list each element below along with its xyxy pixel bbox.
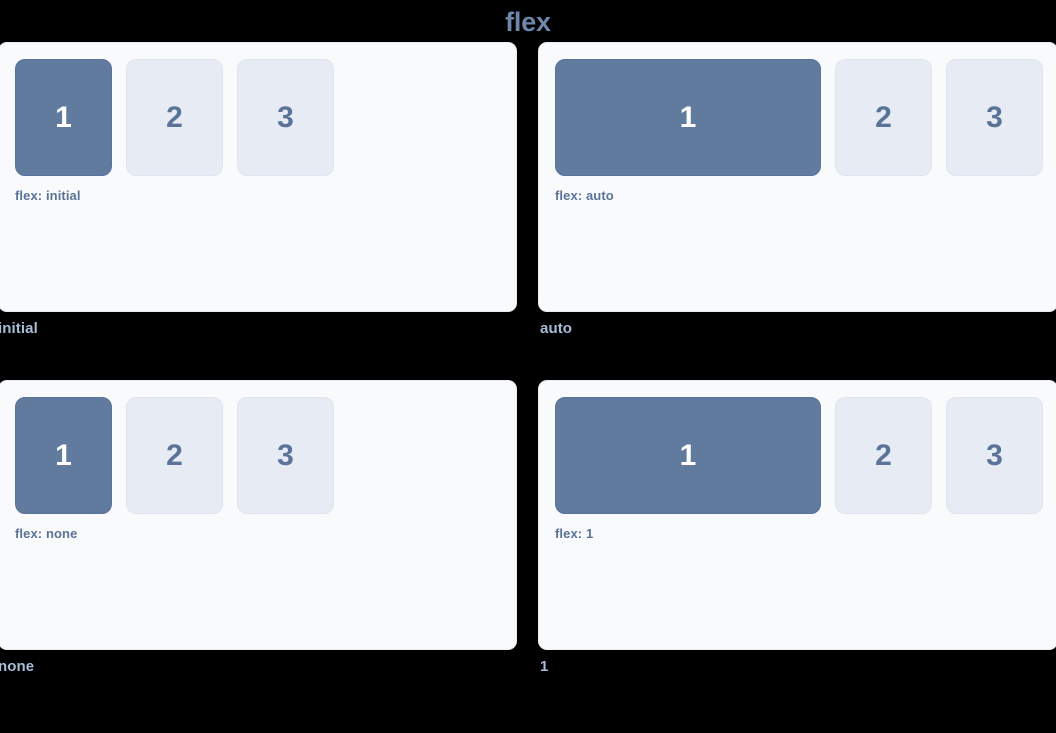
demo-panel-auto: 1 2 3 flex: auto: [538, 42, 1056, 312]
flex-item-2: 2: [126, 397, 223, 514]
flex-item-2: 2: [126, 59, 223, 176]
flex-property-label: flex: 1: [555, 526, 594, 541]
flex-item-1: 1: [15, 59, 112, 176]
panel-caption: auto: [540, 320, 573, 337]
flex-item-3: 3: [946, 397, 1043, 514]
panel-caption: initial: [0, 320, 38, 337]
flex-property-label: flex: auto: [555, 188, 614, 203]
flex-item-2: 2: [835, 397, 932, 514]
flex-item-1: 1: [555, 59, 821, 176]
demo-cell-none: 1 2 3 flex: none none: [0, 380, 517, 676]
flex-container-none: 1 2 3: [15, 397, 502, 514]
panel-grid: 1 2 3 flex: initial initial 1 2 3 flex: …: [0, 42, 1056, 676]
demo-cell-auto: 1 2 3 flex: auto auto: [538, 42, 1056, 338]
flex-item-1: 1: [555, 397, 821, 514]
page-title: flex: [505, 7, 551, 37]
demo-panel-initial: 1 2 3 flex: initial: [0, 42, 517, 312]
demo-cell-one: 1 2 3 flex: 1 1: [538, 380, 1056, 676]
flex-container-initial: 1 2 3: [15, 59, 502, 176]
panel-caption: 1: [540, 658, 549, 675]
demo-cell-initial: 1 2 3 flex: initial initial: [0, 42, 517, 338]
flex-item-1: 1: [15, 397, 112, 514]
flex-property-label: flex: initial: [15, 188, 81, 203]
flex-container-one: 1 2 3: [555, 397, 1043, 514]
flex-item-3: 3: [237, 59, 334, 176]
demo-panel-none: 1 2 3 flex: none: [0, 380, 517, 650]
flex-property-label: flex: none: [15, 526, 78, 541]
flex-item-3: 3: [946, 59, 1043, 176]
flex-item-3: 3: [237, 397, 334, 514]
panel-caption: none: [0, 658, 35, 675]
demo-panel-one: 1 2 3 flex: 1: [538, 380, 1056, 650]
flex-container-auto: 1 2 3: [555, 59, 1043, 176]
flex-item-2: 2: [835, 59, 932, 176]
